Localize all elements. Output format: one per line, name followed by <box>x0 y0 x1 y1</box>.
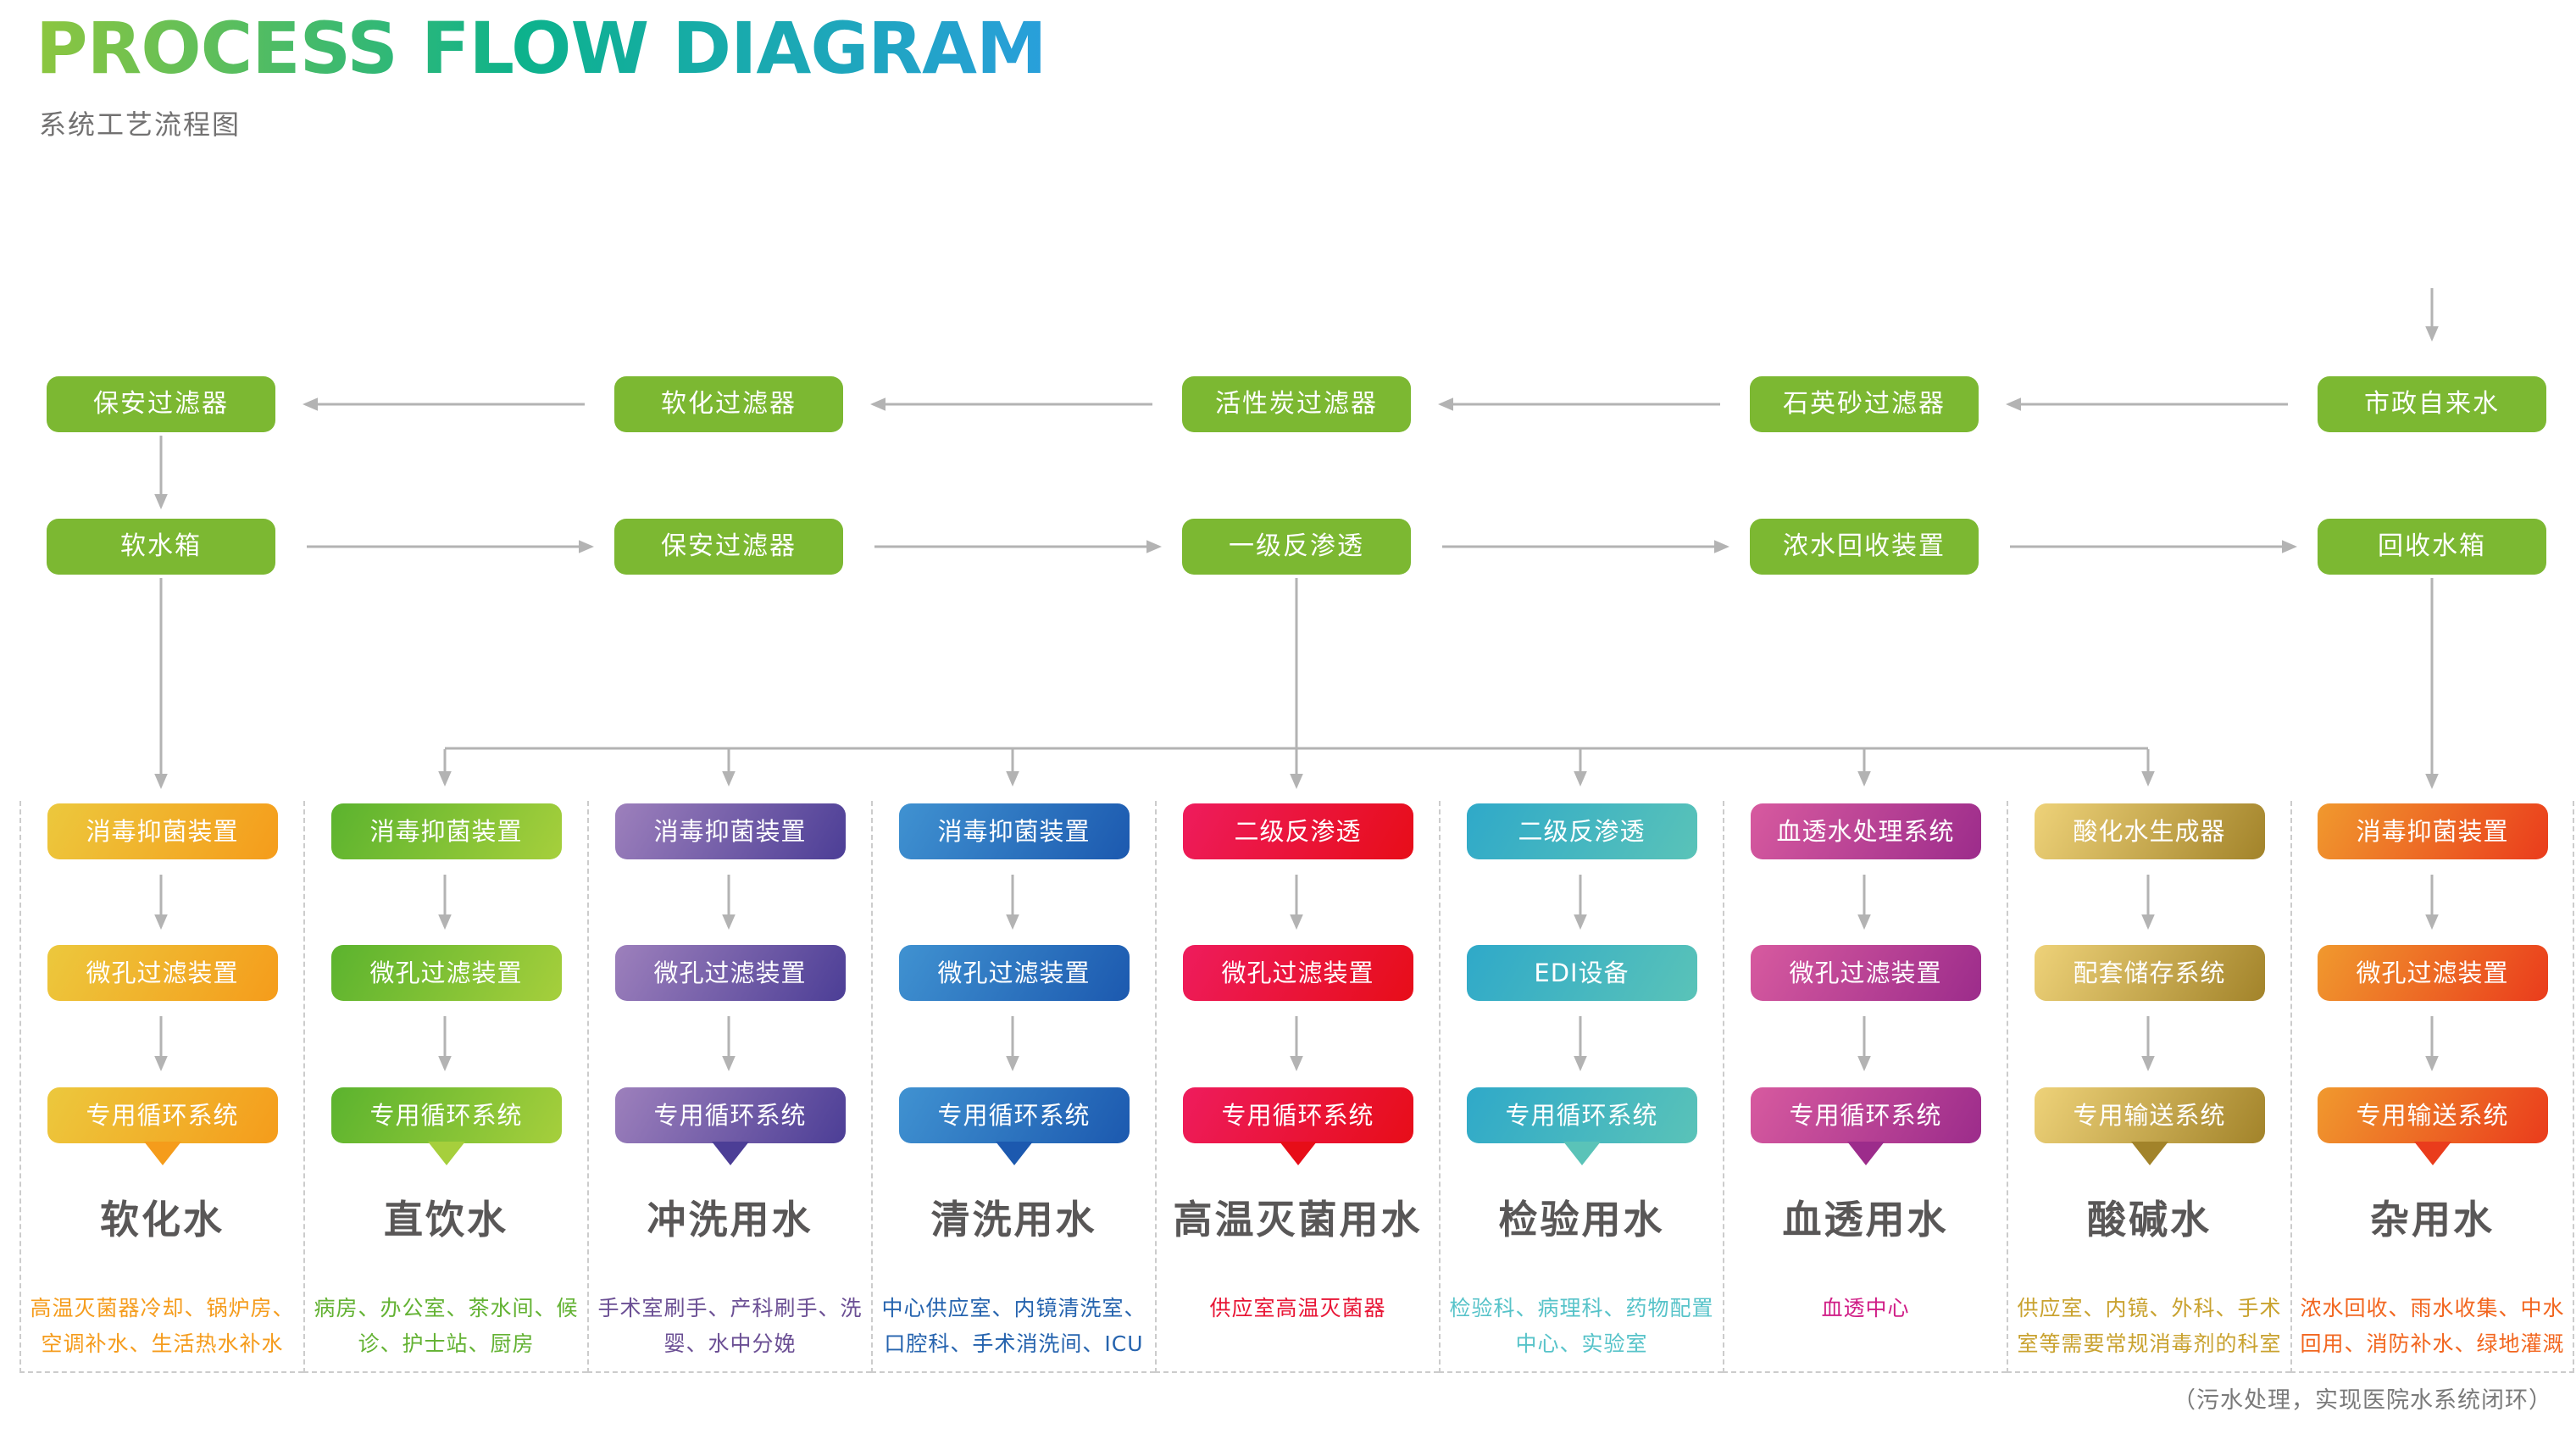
flow-step-node: 专用循环系统 <box>898 1087 1130 1143</box>
column-acid-alkaline-water: 酸化水生成器 配套储存系统 专用输送系统 酸碱水 供应室、内镜、外科、手术室等需… <box>2007 801 2290 1373</box>
flow-step-node: 二级反渗透 <box>1182 803 1413 859</box>
column-description: 手术室刷手、产科刷手、洗婴、水中分娩 <box>597 1296 863 1356</box>
column-title: 直饮水 <box>384 1197 508 1242</box>
column-title: 血透用水 <box>1782 1197 1949 1242</box>
flow-step-node: 微孔过滤装置 <box>1750 945 1981 1001</box>
flow-step-node: 消毒抑菌装置 <box>614 803 846 859</box>
column-description: 浓水回收、雨水收集、中水回用、消防补水、绿地灌溉 <box>2300 1296 2565 1356</box>
node-activated-carbon-filter: 活性炭过滤器 <box>1182 376 1411 432</box>
column-description: 血透中心 <box>1821 1296 1910 1320</box>
flow-step-node: 微孔过滤装置 <box>614 945 846 1001</box>
sewage-closed-loop-note: （污水处理，实现医院水系统闭环） <box>2173 1387 2552 1414</box>
column-title: 检验用水 <box>1498 1197 1665 1242</box>
flow-step-node: 酸化水生成器 <box>2034 803 2265 859</box>
flow-step-node: 专用循环系统 <box>1466 1087 1697 1143</box>
node-soft-water-tank: 软水箱 <box>47 519 275 575</box>
flow-step-node: 血透水处理系统 <box>1750 803 1981 859</box>
column-laboratory-water: 二级反渗透 EDI设备 专用循环系统 检验用水 检验科、病理科、药物配置中心、实… <box>1439 801 1723 1373</box>
node-softening-filter: 软化过滤器 <box>614 376 843 432</box>
flow-step-node: 二级反渗透 <box>1466 803 1697 859</box>
column-high-temp-sterilization-water: 二级反渗透 微孔过滤装置 专用循环系统 高温灭菌用水 供应室高温灭菌器 <box>1155 801 1439 1373</box>
flow-step-node: 专用循环系统 <box>47 1087 278 1143</box>
column-description: 中心供应室、内镜清洗室、口腔科、手术消洗间、ICU <box>881 1296 1146 1356</box>
page-subtitle: 系统工艺流程图 <box>39 108 242 141</box>
node-municipal-tap-water: 市政自来水 <box>2318 376 2546 432</box>
flow-step-node: 专用循环系统 <box>1750 1087 1981 1143</box>
flow-step-node: 消毒抑菌装置 <box>2317 803 2548 859</box>
column-title: 高温灭菌用水 <box>1173 1197 1423 1242</box>
column-flushing-water: 消毒抑菌装置 微孔过滤装置 专用循环系统 冲洗用水 手术室刷手、产科刷手、洗婴、… <box>587 801 871 1373</box>
flow-step-node: EDI设备 <box>1466 945 1697 1001</box>
flow-step-node: 专用循环系统 <box>330 1087 562 1143</box>
flow-step-node: 微孔过滤装置 <box>330 945 562 1001</box>
column-description: 高温灭菌器冷却、锅炉房、空调补水、生活热水补水 <box>30 1296 295 1356</box>
column-description: 供应室高温灭菌器 <box>1209 1296 1386 1320</box>
flow-step-node: 微孔过滤装置 <box>898 945 1130 1001</box>
column-miscellaneous-water: 消毒抑菌装置 微孔过滤装置 专用输送系统 杂用水 浓水回收、雨水收集、中水回用、… <box>2290 801 2574 1373</box>
flow-step-node: 专用输送系统 <box>2034 1087 2265 1143</box>
column-softened-water: 消毒抑菌装置 微孔过滤装置 专用循环系统 软化水 高温灭菌器冷却、锅炉房、空调补… <box>19 801 303 1373</box>
node-security-filter: 保安过滤器 <box>47 376 275 432</box>
node-security-filter-2: 保安过滤器 <box>614 519 843 575</box>
flow-step-node: 消毒抑菌装置 <box>898 803 1130 859</box>
column-description: 检验科、病理科、药物配置中心、实验室 <box>1449 1296 1714 1356</box>
flow-step-node: 消毒抑菌装置 <box>47 803 278 859</box>
node-concentrate-recovery: 浓水回收装置 <box>1750 519 1979 575</box>
flow-step-node: 专用循环系统 <box>1182 1087 1413 1143</box>
flow-step-node: 专用输送系统 <box>2317 1087 2548 1143</box>
column-description: 病房、办公室、茶水间、候诊、护士站、厨房 <box>314 1296 579 1356</box>
flow-step-node: 微孔过滤装置 <box>1182 945 1413 1001</box>
column-description: 供应室、内镜、外科、手术室等需要常规消毒剂的科室 <box>2017 1296 2282 1356</box>
column-cleaning-water: 消毒抑菌装置 微孔过滤装置 专用循环系统 清洗用水 中心供应室、内镜清洗室、口腔… <box>871 801 1155 1373</box>
flow-step-node: 专用循环系统 <box>614 1087 846 1143</box>
column-direct-drinking-water: 消毒抑菌装置 微孔过滤装置 专用循环系统 直饮水 病房、办公室、茶水间、候诊、护… <box>303 801 587 1373</box>
column-hemodialysis-water: 血透水处理系统 微孔过滤装置 专用循环系统 血透用水 血透中心 <box>1723 801 2007 1373</box>
node-recycling-water-tank: 回收水箱 <box>2318 519 2546 575</box>
flow-step-node: 消毒抑菌装置 <box>330 803 562 859</box>
column-title: 杂用水 <box>2370 1197 2495 1242</box>
column-title: 酸碱水 <box>2087 1197 2212 1242</box>
flow-step-node: 配套储存系统 <box>2034 945 2265 1001</box>
node-quartz-sand-filter: 石英砂过滤器 <box>1750 376 1979 432</box>
column-title: 清洗用水 <box>930 1197 1097 1242</box>
node-first-stage-ro: 一级反渗透 <box>1182 519 1411 575</box>
flow-step-node: 微孔过滤装置 <box>2317 945 2548 1001</box>
flow-step-node: 微孔过滤装置 <box>47 945 278 1001</box>
column-title: 冲洗用水 <box>647 1197 813 1242</box>
column-title: 软化水 <box>100 1197 225 1242</box>
page-title: PROCESS FLOW DIAGRAM <box>36 7 1047 90</box>
